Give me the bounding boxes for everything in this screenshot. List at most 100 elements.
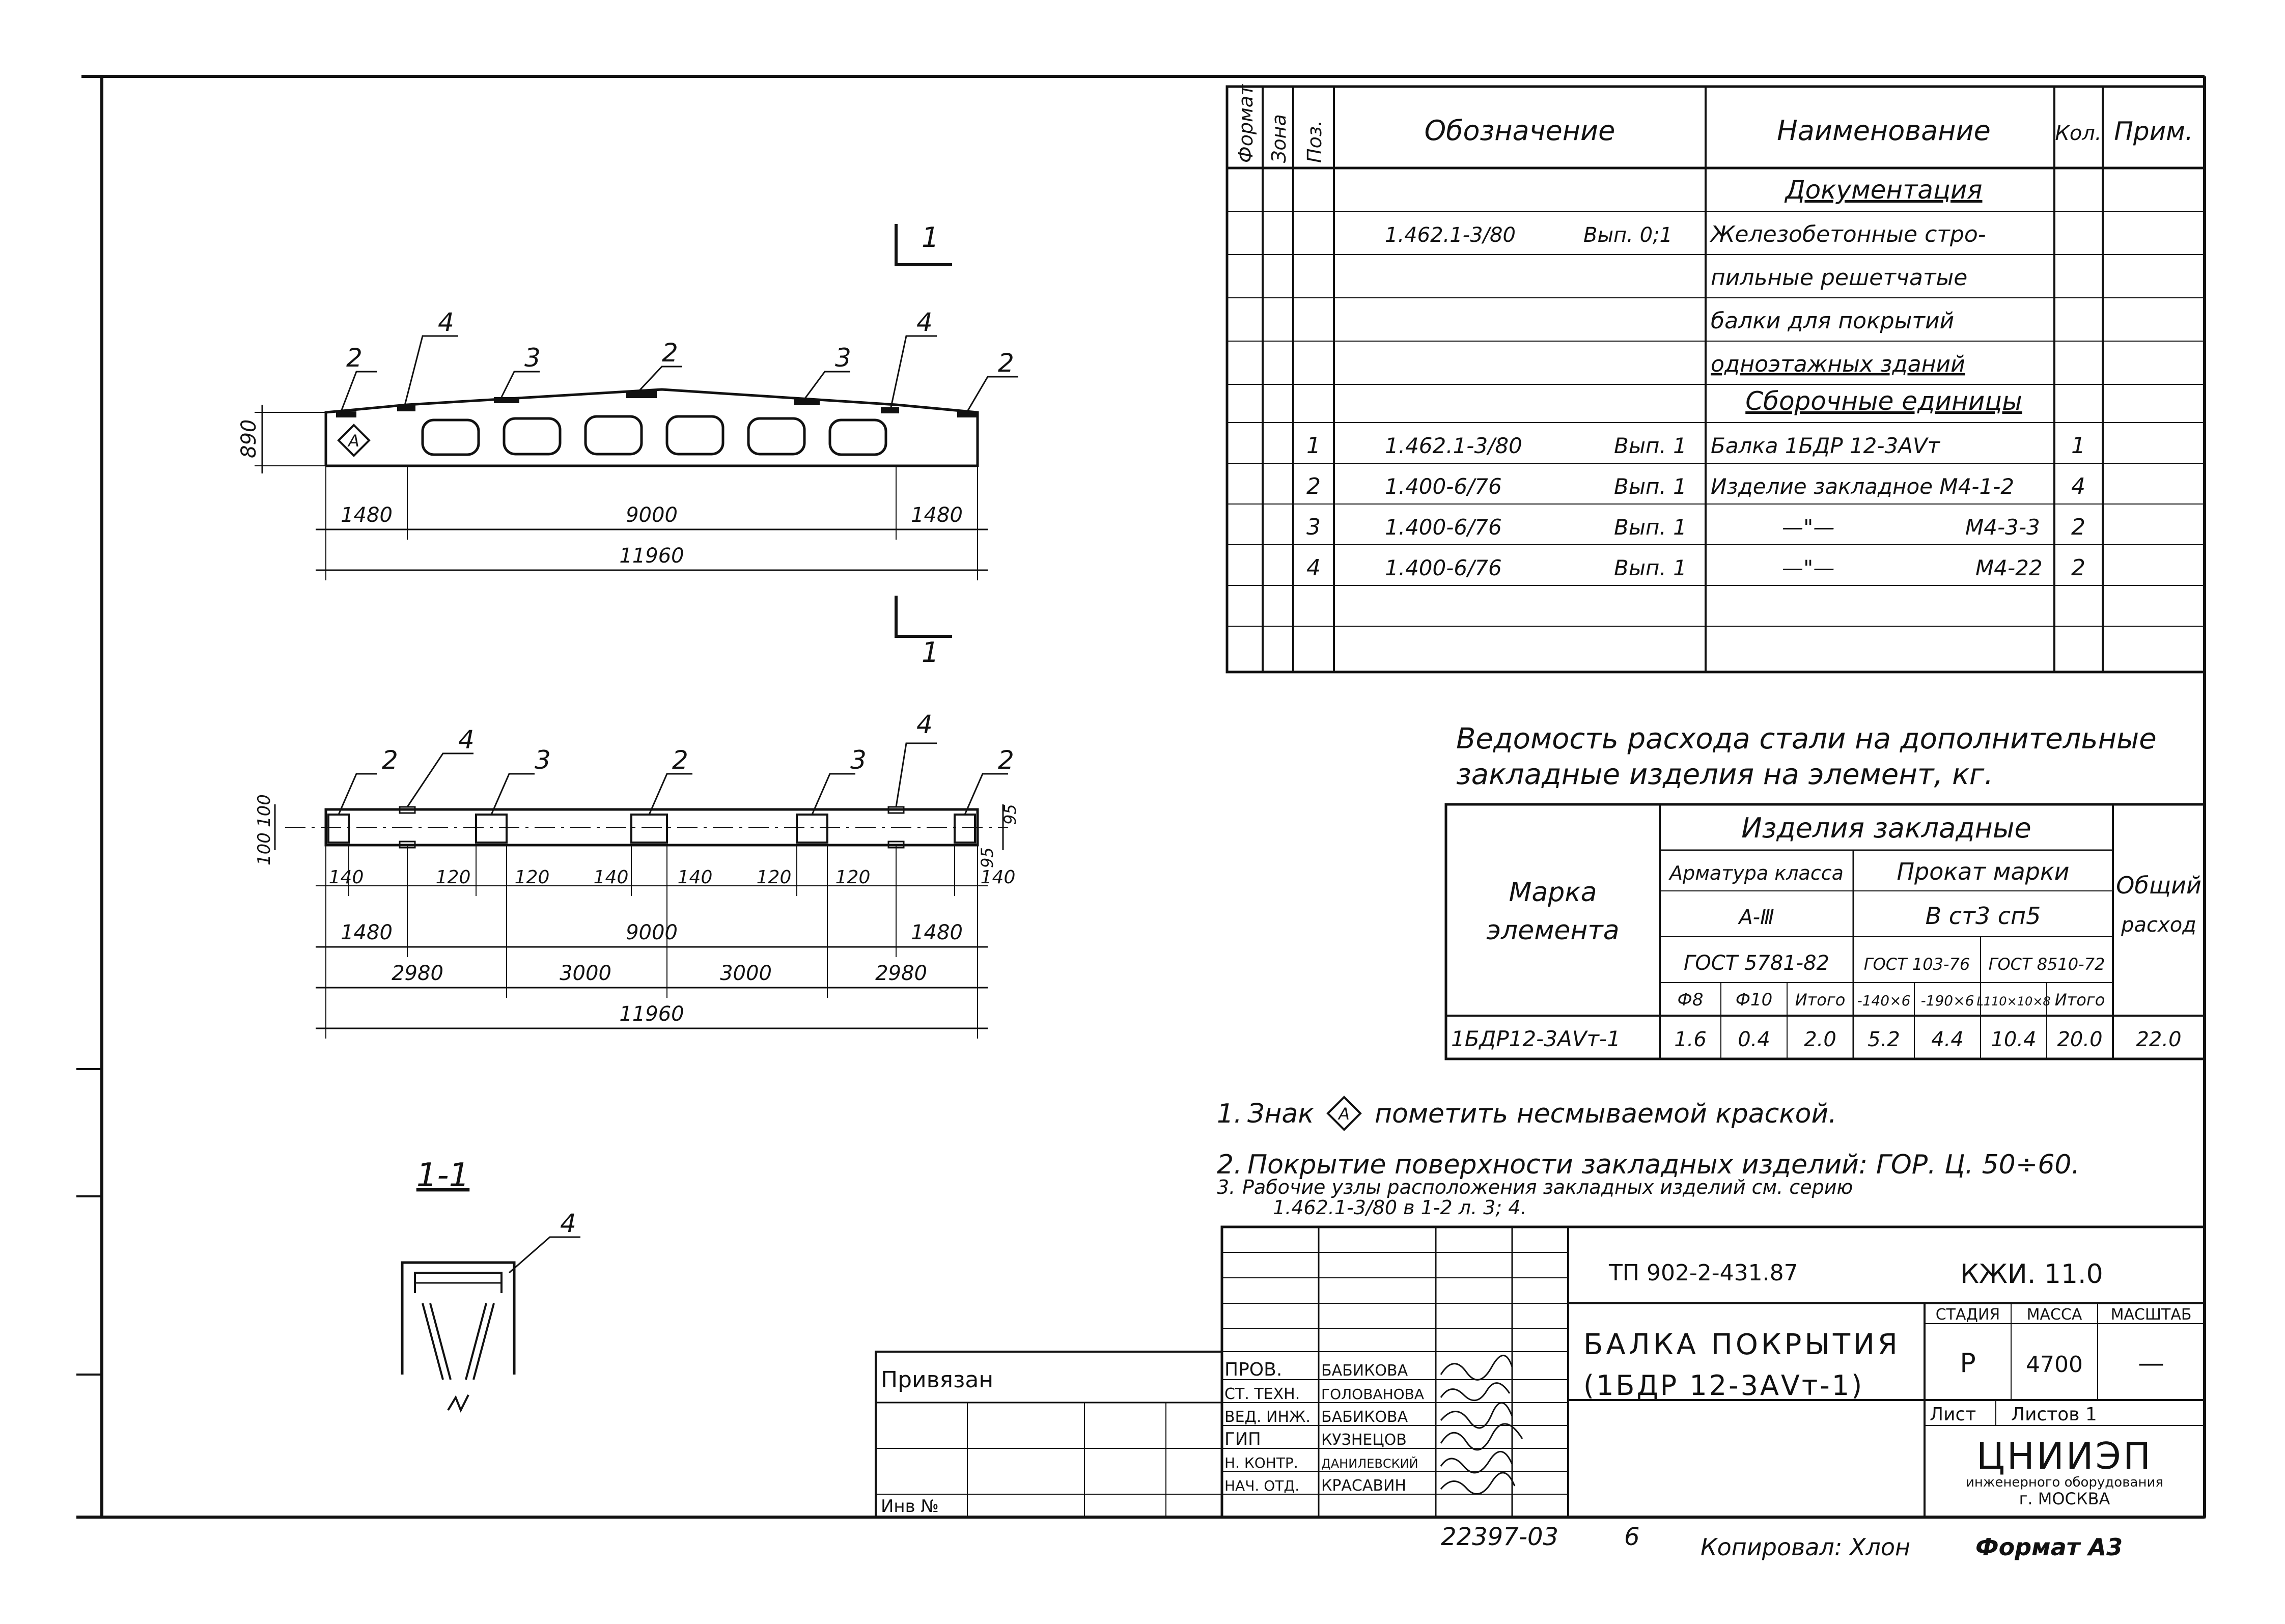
row-mark: М4-3-3 <box>1965 515 2040 540</box>
row-designation: 1.462.1-3/80 <box>1385 433 1522 458</box>
dimension-label: 11960 <box>619 544 684 568</box>
position-label: 2 <box>382 745 398 775</box>
subcol-header: -140×6 <box>1857 992 1911 1009</box>
row-name: Балка 1БДР 12-3АⅤт <box>1711 433 1941 458</box>
beam-elevation: А 2 4 3 2 3 4 2 890 1480 <box>237 221 1018 668</box>
dimension-label: 120 <box>515 867 550 888</box>
section-mark: 1 <box>922 221 939 254</box>
rebar-grade: А-Ⅲ <box>1737 906 1774 929</box>
rebar-class-label: Арматура класса <box>1668 862 1844 884</box>
sheet-frame <box>76 75 2206 1519</box>
row-issue: Вып. 1 <box>1614 555 1687 580</box>
dimension-label: 9000 <box>626 503 678 527</box>
signer-name: ГОЛОВАНОВА <box>1321 1386 1424 1403</box>
row-pos: 3 <box>1306 514 1321 540</box>
inventory-label: Инв № <box>881 1496 939 1517</box>
position-label: 2 <box>998 745 1014 775</box>
dimension-label: 3000 <box>720 962 772 985</box>
position-label: 4 <box>916 710 933 739</box>
header-pos: Поз. <box>1303 120 1326 163</box>
signer-role: ВЕД. ИНЖ. <box>1224 1408 1311 1426</box>
position-label: 2 <box>998 348 1014 378</box>
section-title: 1-1 <box>416 1157 470 1194</box>
table-row: 4 1.400-6/76 Вып. 1 —"— М4-22 2 <box>1306 555 2085 581</box>
subcol-header: -190×6 <box>1921 992 1974 1009</box>
position-label: 3 <box>524 343 541 373</box>
position-label: 3 <box>835 343 851 373</box>
steel-value: 10.4 <box>1991 1028 2036 1051</box>
sheet-code: КЖИ. 11.0 <box>1960 1259 2103 1290</box>
row-name: —"— <box>1782 555 1834 580</box>
section-assembly-units: Сборочные единицы <box>1745 386 2022 416</box>
dimension-label: 120 <box>757 867 792 888</box>
dimension-label: 11960 <box>619 1002 684 1026</box>
position-label: 2 <box>662 338 678 368</box>
steel-mark-label: Марка <box>1509 877 1597 908</box>
subcol-header: Итого <box>1795 990 1846 1010</box>
position-label: 4 <box>438 307 454 337</box>
dimension-label: 140 <box>981 867 1016 888</box>
steel-total-label: Общий <box>2116 872 2202 899</box>
signer-name: ДАНИЛЕВСКИЙ <box>1321 1456 1418 1471</box>
signer-name: БАБИКОВА <box>1321 1408 1408 1426</box>
mass-value: 4700 <box>2026 1352 2083 1378</box>
subcol-header: Итого <box>2055 990 2105 1010</box>
dimension-label: 1480 <box>341 503 393 527</box>
doc-name-line: Железобетонные стро- <box>1709 221 1986 247</box>
steel-total-label: расход <box>2121 913 2196 937</box>
position-label: 4 <box>458 725 475 754</box>
dimension-label: 1480 <box>911 921 963 944</box>
paper-format: Формат А3 <box>1975 1533 2123 1561</box>
steel-mark-label: элемента <box>1486 915 1619 946</box>
dimension-label: 9000 <box>626 921 678 944</box>
row-designation: 1.400-6/76 <box>1385 515 1502 540</box>
subcol-header: L110×10×8 <box>1976 994 2050 1009</box>
stage-label: СТАДИЯ <box>1936 1306 2000 1324</box>
table-row: 1БДР12-3АⅤт-1 1.6 0.4 2.0 5.2 4.4 10.4 2… <box>1451 1026 2182 1051</box>
signer-name: КРАСАВИН <box>1321 1477 1406 1495</box>
header-note: Прим. <box>2114 117 2193 146</box>
mass-label: МАССА <box>2027 1306 2082 1324</box>
signer-name: КУЗНЕЦОВ <box>1321 1431 1407 1449</box>
position-label: 2 <box>672 745 688 775</box>
doc-issue: Вып. 0;1 <box>1583 223 1673 247</box>
height-dimension: 890 <box>237 419 261 458</box>
header-name: Наименование <box>1777 115 1991 147</box>
side-dimension: 100 <box>254 832 274 865</box>
header-qty: Кол. <box>2055 122 2101 145</box>
position-label: 4 <box>916 307 933 337</box>
signer-role: СТ. ТЕХН. <box>1224 1385 1300 1403</box>
steel-value: 5.2 <box>1868 1028 1900 1051</box>
mark-symbol: А <box>1337 1104 1350 1124</box>
doc-name-line: балки для покрытий <box>1711 308 1954 334</box>
steel-value: 20.0 <box>2057 1028 2102 1051</box>
doc-name-line: пильные решетчатые <box>1711 265 1967 291</box>
rolled-grade: В ст3 сп5 <box>1926 902 2041 930</box>
dimension-label: 140 <box>329 867 364 888</box>
row-pos: 1 <box>1306 433 1321 459</box>
note-number: 1. <box>1217 1099 1242 1129</box>
row-name: Изделие закладное М4-1-2 <box>1711 474 2014 499</box>
drawing-title: (1БДР 12-3АⅤт-1) <box>1583 1369 1864 1402</box>
row-qty: 2 <box>2071 514 2085 540</box>
notes: 1. Знак А пометить несмываемой краской. … <box>1217 1096 2080 1219</box>
steel-value: 22.0 <box>2136 1028 2181 1051</box>
steel-table-title: Ведомость расхода стали на дополнительны… <box>1456 722 2157 755</box>
row-issue: Вып. 1 <box>1614 515 1687 540</box>
note-text: пометить несмываемой краской. <box>1375 1099 1837 1129</box>
row-issue: Вып. 1 <box>1614 433 1687 458</box>
steel-row-mark: 1БДР12-3АⅤт-1 <box>1451 1026 1621 1051</box>
section-documentation: Документация <box>1785 175 1983 205</box>
mark-symbol: А <box>347 431 359 451</box>
row-mark: М4-22 <box>1975 555 2043 580</box>
dimension-label: 1480 <box>341 921 393 944</box>
signature-marks <box>1440 1355 1523 1495</box>
signer-name: БАБИКОВА <box>1321 1362 1408 1380</box>
side-dimension: 95 <box>978 847 997 868</box>
header-format: Формат <box>1235 83 1257 163</box>
side-dimension: 95 <box>1000 804 1020 825</box>
section-mark: 1 <box>922 636 939 668</box>
scale-value: — <box>2138 1348 2164 1379</box>
beam-plan: 2 4 3 2 3 4 2 100 100 95 95 140 120 12 <box>254 710 1020 1039</box>
dimension-label: 2980 <box>875 962 927 985</box>
